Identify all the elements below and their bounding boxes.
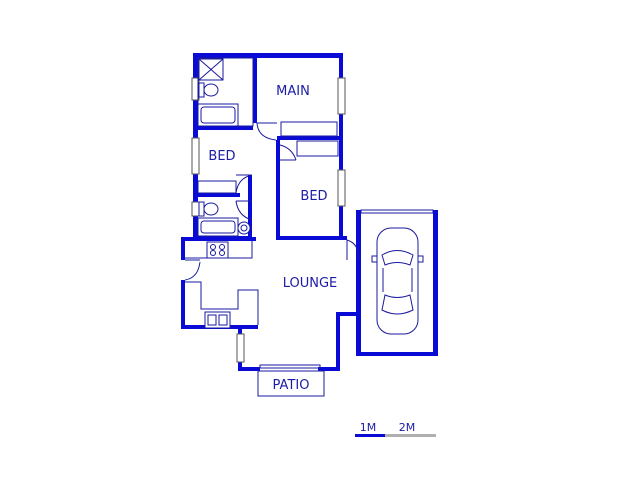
scale-segment-dark [355, 434, 385, 437]
patio [257, 364, 325, 397]
room-label-bed-1: BED [208, 149, 235, 164]
room-label-main: MAIN [276, 84, 310, 99]
car-icon [371, 227, 424, 335]
room-label-bed-2: BED [300, 189, 327, 204]
room-label-patio: PATIO [273, 378, 310, 393]
room-label-lounge: LOUNGE [283, 276, 338, 291]
fixtures [185, 57, 339, 329]
room-labels: MAIN BED BED LOUNGE PATIO [208, 84, 337, 393]
scale-bar: 1M 2M [355, 421, 436, 437]
scale-label-1m: 1M [360, 421, 377, 434]
scale-label-2m: 2M [399, 421, 416, 434]
doors [184, 122, 359, 281]
scale-segment-light [385, 434, 436, 437]
